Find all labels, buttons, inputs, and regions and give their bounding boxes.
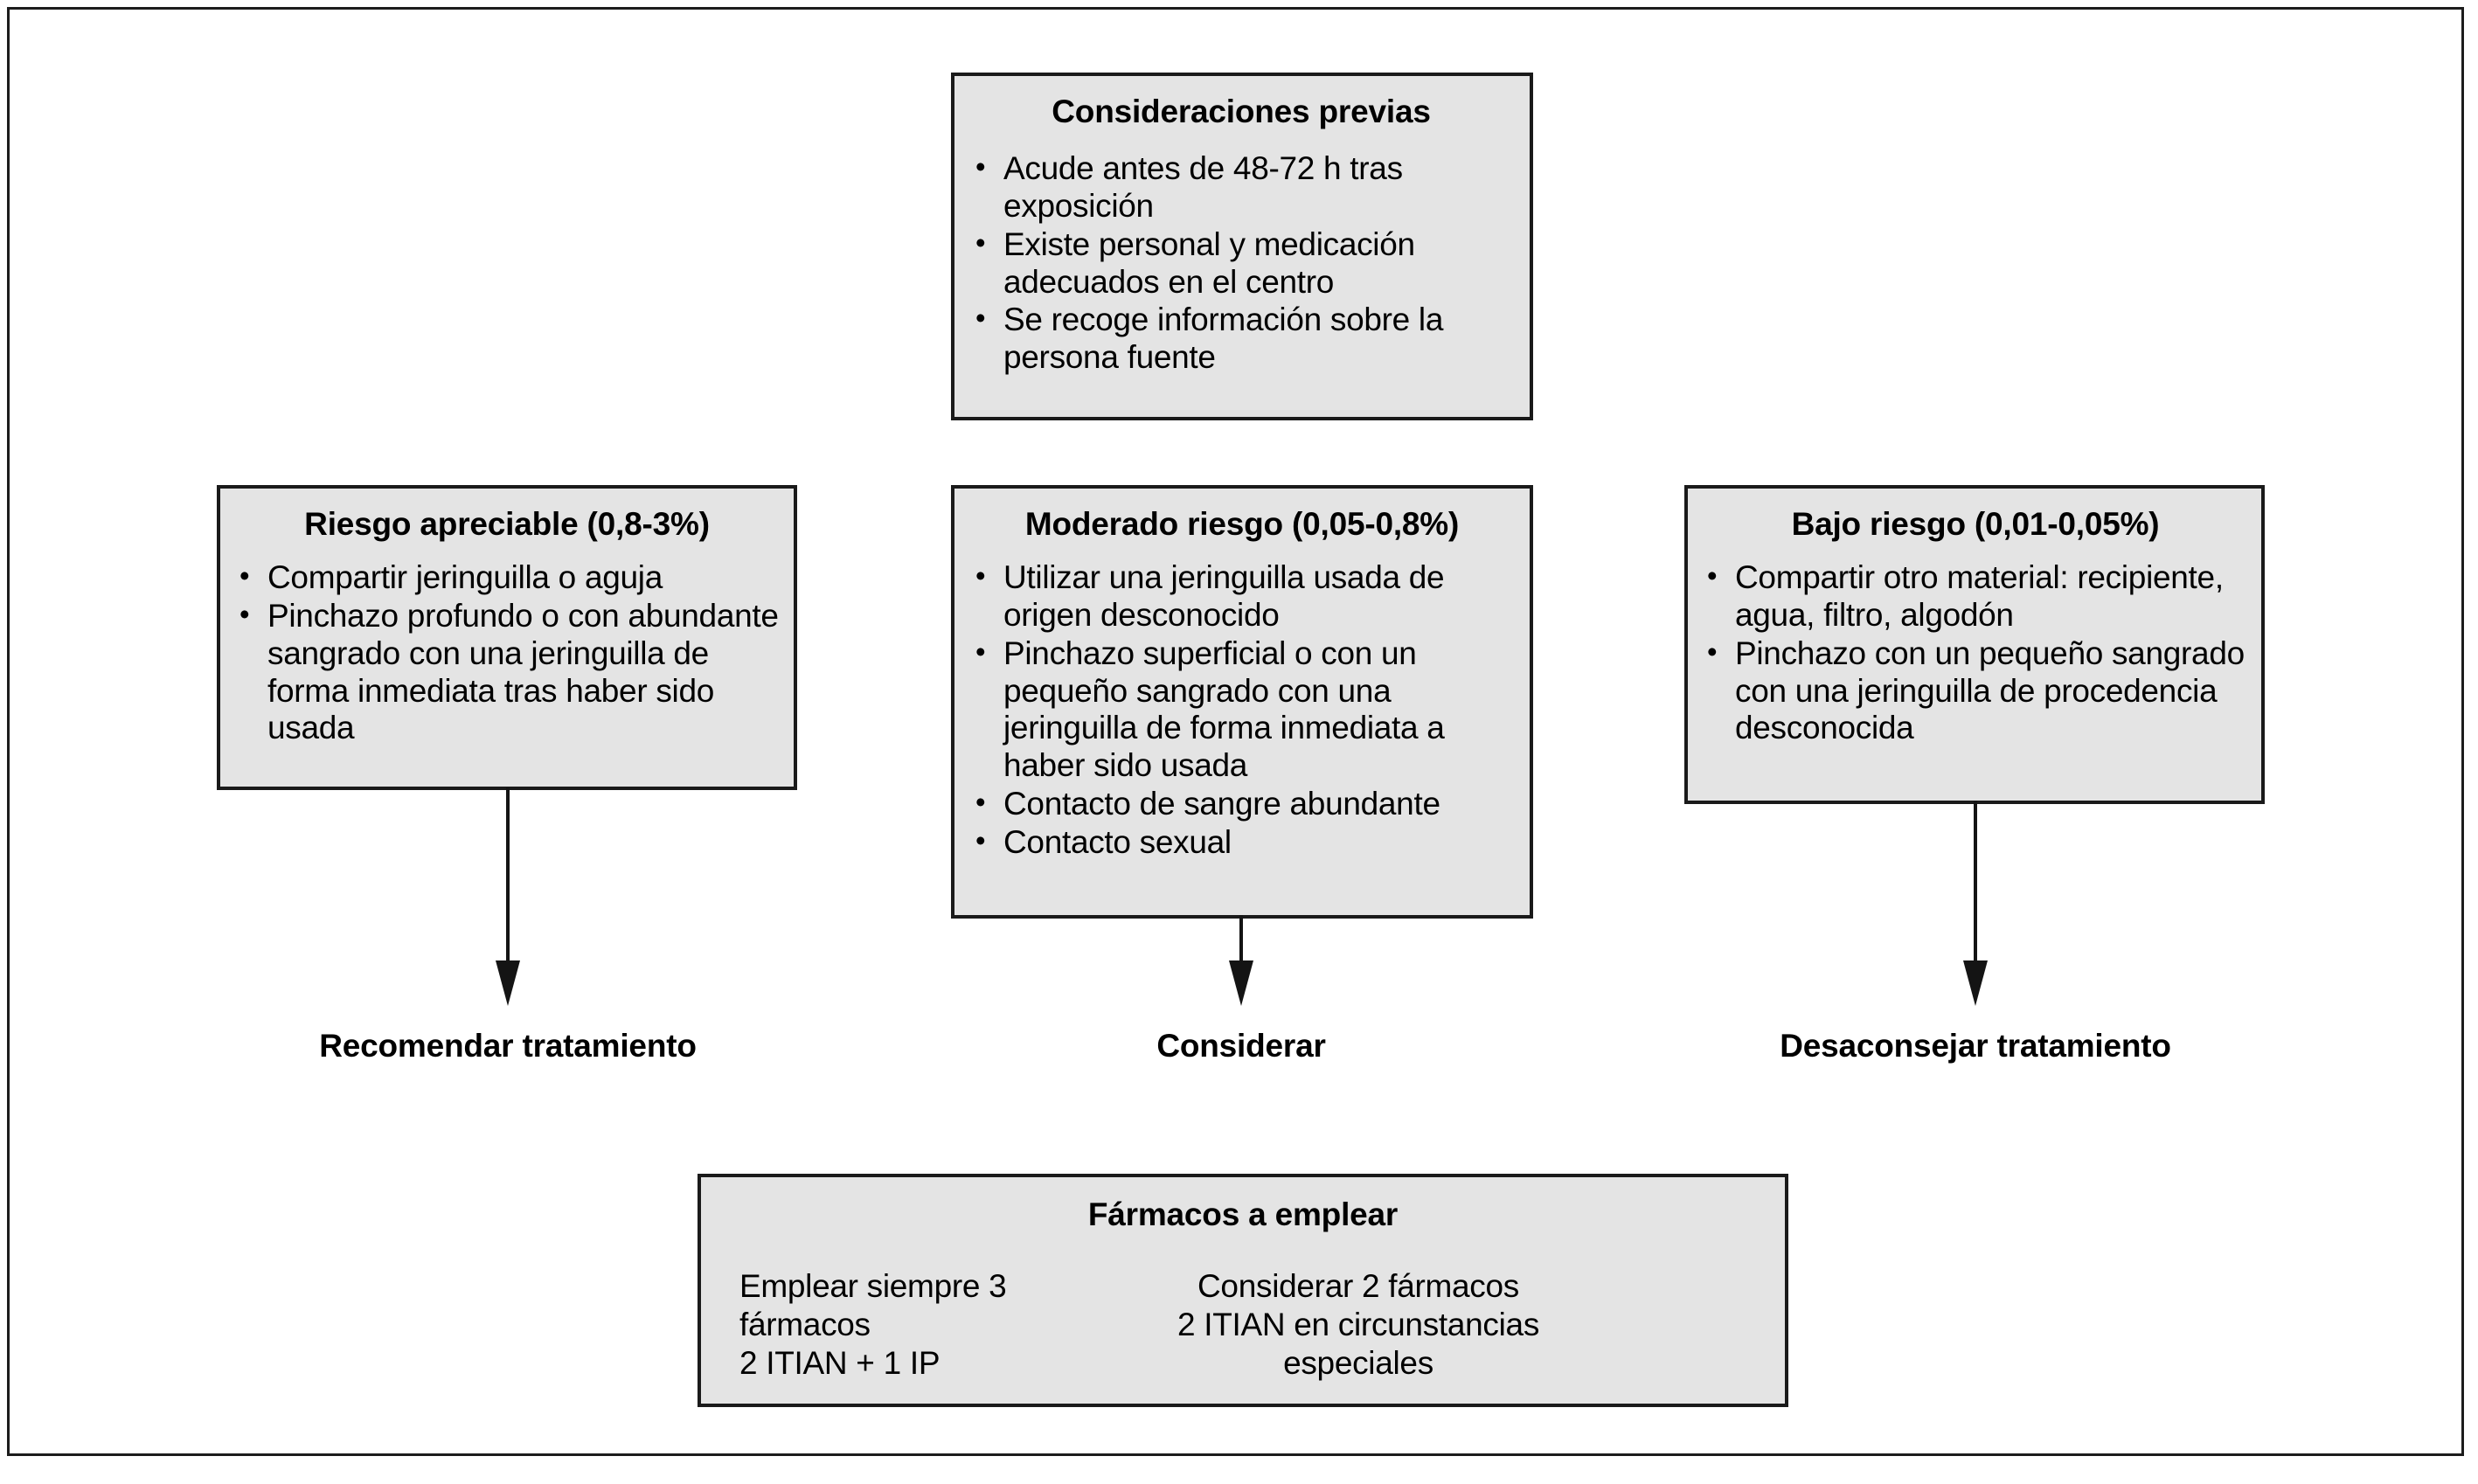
node-riesgo-apreciable: Riesgo apreciable (0,8-3%) Compartir jer… — [217, 485, 797, 790]
bullet-list-moderado-riesgo: Utilizar una jeringuilla usada de origen… — [970, 558, 1514, 862]
arrow-down-desaconsejar — [1958, 801, 1993, 1006]
list-item: Acude antes de 48-72 h tras exposición — [970, 149, 1512, 225]
arrow-head-icon — [496, 960, 520, 1006]
farmacos-column-left: Emplear siempre 3 fármacos 2 ITIAN + 1 I… — [739, 1268, 1007, 1381]
arrow-head-icon — [1229, 960, 1253, 1006]
list-item: Pinchazo con un pequeño sangrado con una… — [1702, 635, 2249, 747]
node-bajo-riesgo: Bajo riesgo (0,01-0,05%) Compartir otro … — [1684, 485, 2265, 804]
arrow-down-considerar — [1224, 915, 1259, 1006]
outcome-label-desaconsejar-tratamiento: Desaconsejar tratamiento — [1780, 1028, 2171, 1064]
farmacos-columns: Emplear siempre 3 fármacos 2 ITIAN + 1 I… — [720, 1267, 1766, 1382]
farmacos-column-right: Considerar 2 fármacos 2 ITIAN en circuns… — [1177, 1268, 1540, 1381]
list-item: Contacto de sangre abundante — [970, 785, 1514, 823]
list-item: Compartir jeringuilla o aguja — [234, 558, 780, 597]
arrow-down-recomendar — [490, 787, 525, 1006]
list-item: Se recoge información sobre la persona f… — [970, 301, 1512, 376]
bullet-list-riesgo-apreciable: Compartir jeringuilla o aguja Pinchazo p… — [234, 558, 780, 747]
outcome-label-recomendar-tratamiento: Recomendar tratamiento — [319, 1028, 697, 1064]
bullet-list-bajo-riesgo: Compartir otro material: recipiente, agu… — [1702, 558, 2249, 747]
node-title-riesgo-apreciable: Riesgo apreciable (0,8-3%) — [304, 506, 710, 542]
figure-outer-frame — [7, 7, 2464, 1456]
outcome-label-considerar: Considerar — [1156, 1028, 1326, 1064]
bullet-list-consideraciones-previas: Acude antes de 48-72 h tras exposición E… — [970, 149, 1512, 376]
list-item: Utilizar una jeringuilla usada de origen… — [970, 558, 1514, 634]
list-item: Pinchazo superficial o con un pequeño sa… — [970, 635, 1514, 785]
list-item: Contacto sexual — [970, 823, 1514, 862]
node-title-farmacos-a-emplear: Fármacos a emplear — [1087, 1196, 1399, 1232]
arrow-head-icon — [1963, 960, 1988, 1006]
list-item: Existe personal y medicación adecuados e… — [970, 225, 1512, 301]
node-title-bajo-riesgo: Bajo riesgo (0,01-0,05%) — [1791, 506, 2160, 542]
node-farmacos-a-emplear: Fármacos a emplear Emplear siempre 3 fár… — [698, 1174, 1788, 1407]
arrow-shaft — [506, 787, 510, 962]
list-item: Compartir otro material: recipiente, agu… — [1702, 558, 2249, 634]
node-consideraciones-previas: Consideraciones previas Acude antes de 4… — [951, 73, 1533, 420]
arrow-shaft — [1239, 915, 1243, 962]
arrow-shaft — [1974, 801, 1977, 962]
node-title-moderado-riesgo: Moderado riesgo (0,05-0,8%) — [1024, 506, 1460, 542]
list-item: Pinchazo profundo o con abundante sangra… — [234, 597, 780, 747]
node-moderado-riesgo: Moderado riesgo (0,05-0,8%) Utilizar una… — [951, 485, 1533, 919]
node-title-consideraciones-previas: Consideraciones previas — [1052, 94, 1431, 129]
